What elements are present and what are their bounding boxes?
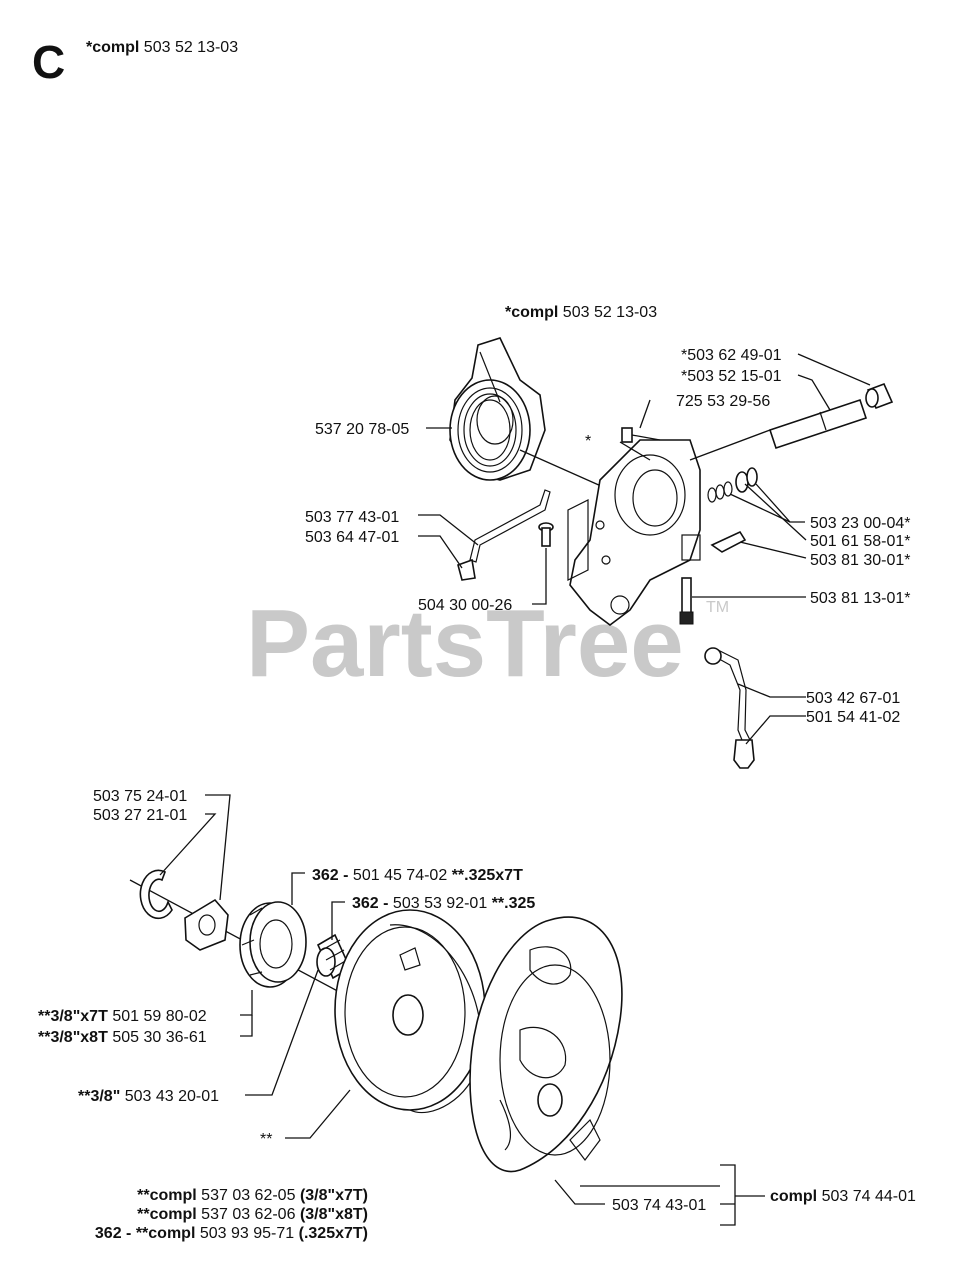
label-504-30-00-26: 504 30 00-26 <box>418 597 512 614</box>
upper-group-prefix: *compl <box>505 304 558 321</box>
label-drum-star: ** <box>260 1131 272 1148</box>
label-503-64-47-01: 503 64 47-01 <box>305 529 399 546</box>
label-503-23-00-04: 503 23 00-04* <box>810 515 911 532</box>
kit-row-1: **compl 537 03 62-05 (3/8"x7T) <box>137 1187 368 1204</box>
pump-shaft-part[interactable] <box>768 398 868 450</box>
pipe-seal-part[interactable] <box>457 558 476 581</box>
label-503-27-21-01: 503 27 21-01 <box>93 807 187 824</box>
label-503-62-49-01: *503 62 49-01 <box>681 347 782 364</box>
plate-part[interactable] <box>710 530 747 553</box>
hose-nipple-part[interactable] <box>704 647 722 665</box>
adjusting-screw-part[interactable] <box>679 577 694 625</box>
label-shoe: 503 74 43-01 <box>612 1197 706 1214</box>
screw-part[interactable] <box>621 427 661 443</box>
section-letter: C <box>32 36 65 88</box>
label-501-54-41-02: 501 54 41-02 <box>806 709 900 726</box>
label-503-75-24-01: 503 75 24-01 <box>93 788 187 805</box>
label-537-20-78-05: 537 20 78-05 <box>315 421 409 438</box>
label-725-53-29-56: 725 53 29-56 <box>676 393 770 410</box>
kit-row-2: **compl 537 03 62-06 (3/8"x8T) <box>137 1206 368 1223</box>
label-drum: **3/8" 503 43 20-01 <box>78 1088 219 1105</box>
label-star: * <box>585 433 591 450</box>
watermark-tm: TM <box>706 599 729 616</box>
label-bearing: 362 - 503 53 92-01 **.325 <box>352 895 535 912</box>
label-503-81-30-01: 503 81 30-01* <box>810 552 911 569</box>
oil-hose-part[interactable] <box>711 649 751 741</box>
clutch-centrifugal-part[interactable] <box>469 916 623 1173</box>
rim-sprocket-part[interactable] <box>239 901 307 988</box>
label-clutch-compl: compl 503 74 44-01 <box>770 1188 916 1205</box>
header-title: *compl 503 52 13-03 <box>86 39 238 56</box>
label-rim-x7t: **3/8"x7T 501 59 80-02 <box>38 1008 207 1025</box>
label-503-52-15-01: *503 52 15-01 <box>681 368 782 385</box>
shaft-cap-part[interactable] <box>865 382 894 410</box>
clutch-drum-part[interactable] <box>334 909 486 1114</box>
nipple-part[interactable] <box>538 522 554 547</box>
label-501-61-58-01: 501 61 58-01* <box>810 533 911 550</box>
oil-pump-body-part[interactable] <box>567 439 701 626</box>
kit-row-3: 362 - **compl 503 93 95-71 (.325x7T) <box>95 1225 368 1242</box>
washer-part[interactable] <box>184 898 229 951</box>
upper-group-title: *compl 503 52 13-03 <box>505 304 657 321</box>
label-503-42-67-01: 503 42 67-01 <box>806 690 900 707</box>
label-rim-7t: 362 - 501 45 74-02 **.325x7T <box>312 867 523 884</box>
label-rim-x8t: **3/8"x8T 505 30 36-61 <box>38 1029 207 1046</box>
worm-gear-part[interactable] <box>449 337 546 481</box>
label-503-77-43-01: 503 77 43-01 <box>305 509 399 526</box>
header-prefix: *compl <box>86 39 139 56</box>
oil-pipe-part[interactable] <box>469 489 551 563</box>
oil-filter-part[interactable] <box>733 739 755 769</box>
label-503-81-13-01: 503 81 13-01* <box>810 590 911 607</box>
header-number: 503 52 13-03 <box>144 39 238 56</box>
washer-spring-parts[interactable] <box>707 467 758 503</box>
circlip-part[interactable] <box>139 869 173 920</box>
upper-group-number: 503 52 13-03 <box>563 304 657 321</box>
